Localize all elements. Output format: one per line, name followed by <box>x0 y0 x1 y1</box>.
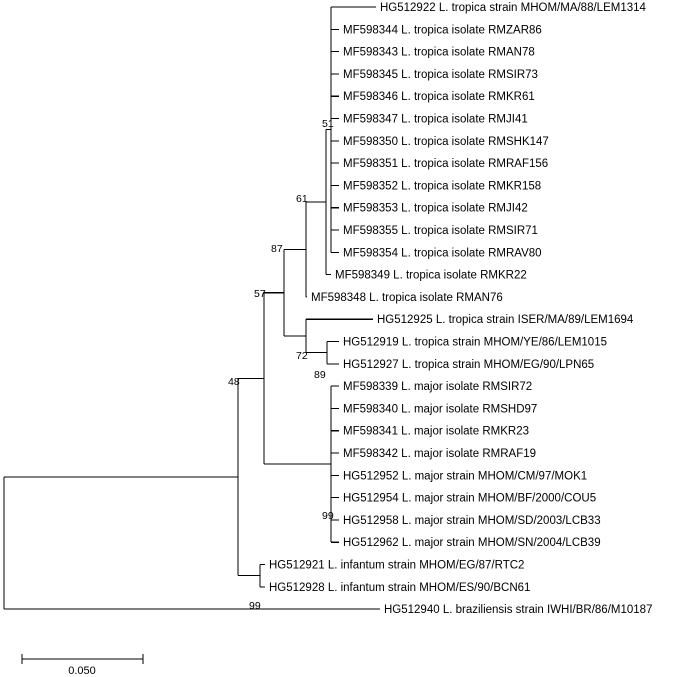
leaf-label: MF598353 L. tropica isolate RMJI42 <box>343 203 528 215</box>
leaf-label: HG512919 L. tropica strain MHOM/YE/86/LE… <box>343 337 607 349</box>
bootstrap-87: 87 <box>271 243 283 255</box>
leaf-label: MF598351 L. tropica isolate RMRAF156 <box>343 158 548 170</box>
leaf-label: HG512922 L. tropica strain MHOM/MA/88/LE… <box>380 2 647 14</box>
leaf-label: MF598343 L. tropica isolate RMAN78 <box>343 47 535 59</box>
bootstrap-89: 89 <box>314 369 326 381</box>
leaf-label: MF598339 L. major isolate RMSIR72 <box>343 381 532 393</box>
bootstrap-99-major: 99 <box>322 510 334 522</box>
leaf-label: MF598342 L. major isolate RMRAF19 <box>343 448 536 460</box>
leaf-label: MF598344 L. tropica isolate RMZAR86 <box>343 24 542 36</box>
leaf-label: HG512928 L. infantum strain MHOM/ES/90/B… <box>269 582 530 594</box>
scale-bar: 0.050 <box>21 654 144 677</box>
leaf-label: HG512954 L. major strain MHOM/BF/2000/CO… <box>343 493 596 505</box>
bootstrap-values: 51 61 87 57 72 89 48 99 99 <box>228 118 334 612</box>
leaf-label: MF598352 L. tropica isolate RMKR158 <box>343 180 541 192</box>
leaf-labels: HG512922 L. tropica strain MHOM/MA/88/LE… <box>269 2 652 616</box>
bootstrap-57: 57 <box>254 288 266 300</box>
tree-branches <box>3 6 380 610</box>
bootstrap-61: 61 <box>296 193 308 205</box>
leaf-label: HG512952 L. major strain MHOM/CM/97/MOK1 <box>343 470 587 482</box>
leaf-label: MF598347 L. tropica isolate RMJI41 <box>343 114 528 126</box>
leaf-label: MF598354 L. tropica isolate RMRAV80 <box>343 247 542 259</box>
leaf-label: MF598350 L. tropica isolate RMSHK147 <box>343 136 549 148</box>
bootstrap-99-infantum: 99 <box>249 600 261 612</box>
leaf-label: MF598355 L. tropica isolate RMSIR71 <box>343 225 538 237</box>
leaf-label: HG512962 L. major strain MHOM/SN/2004/LC… <box>343 537 601 549</box>
leaf-label: MF598345 L. tropica isolate RMSIR73 <box>343 69 538 81</box>
leaf-label: HG512921 L. infantum strain MHOM/EG/87/R… <box>269 560 524 572</box>
leaf-label: MF598349 L. tropica isolate RMKR22 <box>335 270 527 282</box>
leaf-label: MF598348 L. tropica isolate RMAN76 <box>311 292 503 304</box>
bootstrap-72: 72 <box>296 350 308 362</box>
scale-bar-label: 0.050 <box>68 665 96 677</box>
bootstrap-48: 48 <box>228 376 240 388</box>
leaf-label: MF598340 L. major isolate RMSHD97 <box>343 403 537 415</box>
leaf-label: MF598346 L. tropica isolate RMKR61 <box>343 91 535 103</box>
leaf-label: HG512925 L. tropica strain ISER/MA/89/LE… <box>377 314 634 326</box>
leaf-label: HG512927 L. tropica strain MHOM/EG/90/LP… <box>343 359 594 371</box>
leaf-label: MF598341 L. major isolate RMKR23 <box>343 426 529 438</box>
leaf-label: HG512940 L. braziliensis strain IWHI/BR/… <box>384 604 652 616</box>
bootstrap-51: 51 <box>322 118 334 130</box>
leaf-label: HG512958 L. major strain MHOM/SD/2003/LC… <box>343 515 601 527</box>
